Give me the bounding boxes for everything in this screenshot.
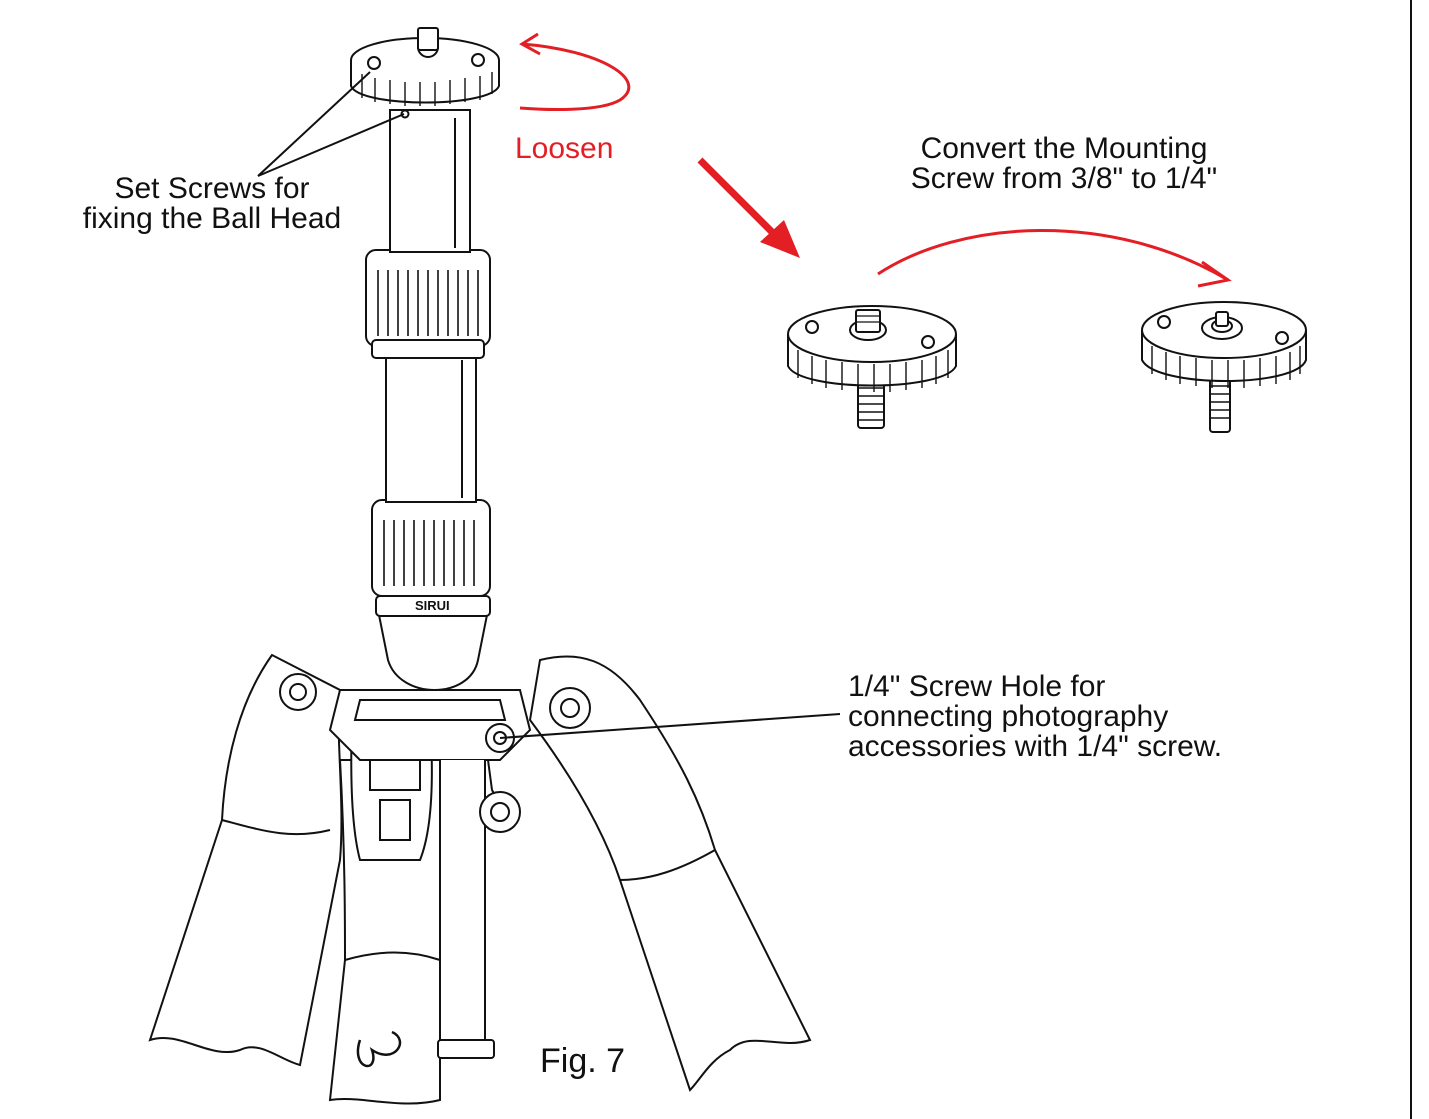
screw-hole-line-1: 1/4" Screw Hole for — [848, 670, 1106, 703]
center-column — [350, 27, 500, 691]
right-leg — [528, 655, 812, 1092]
mounting-screw-3-8 — [787, 305, 957, 429]
convert-direction-arrow — [697, 157, 800, 258]
figure-caption: Fig. 7 — [540, 1042, 626, 1080]
swap-arrow — [877, 229, 1232, 288]
screw-hole-line-2: connecting photography — [848, 700, 1169, 733]
convert-line-1: Convert the Mounting — [920, 132, 1208, 165]
convert-line-2: Screw from 3/8" to 1/4" — [910, 162, 1218, 195]
set-screws-line-1: Set Screws for — [114, 172, 310, 205]
set-screw-leader-1 — [257, 71, 371, 177]
set-screws-line-2: fixing the Ball Head — [82, 202, 342, 235]
set-screws-label: Set Screws for fixing the Ball Head — [52, 174, 372, 234]
lower-twist-lock — [371, 499, 491, 597]
loosen-label: Loosen — [515, 132, 614, 165]
screw-hole-line-3: accessories with 1/4" screw. — [848, 730, 1223, 763]
tripod-hub — [328, 689, 532, 1059]
screw-hole-label: 1/4" Screw Hole for connecting photograp… — [848, 672, 1222, 762]
mounting-screw-1-4 — [1141, 301, 1307, 433]
left-leg — [148, 653, 343, 1067]
brand-band-text: SIRUI — [415, 598, 450, 613]
set-screw-leader-2 — [257, 113, 405, 177]
convert-screw-label: Convert the Mounting Screw from 3/8" to … — [864, 134, 1264, 194]
leader-lines — [257, 71, 841, 739]
loosen-arrow — [519, 32, 631, 112]
screw-hole-leader — [499, 713, 841, 739]
